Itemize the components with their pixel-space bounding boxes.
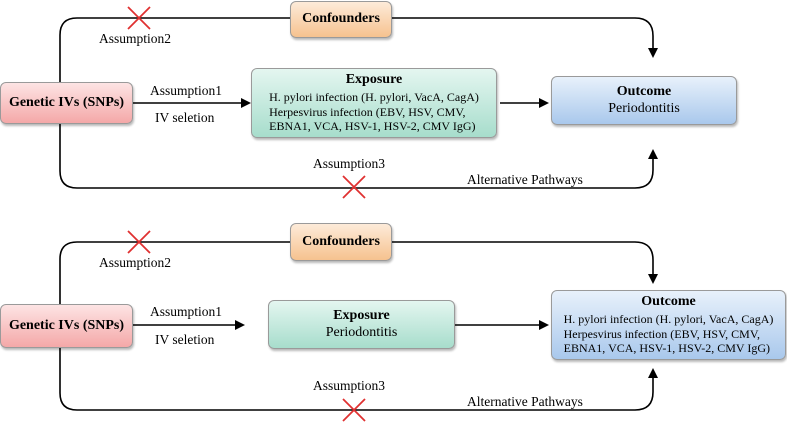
panel2-assumption3-cross-icon: [342, 398, 366, 422]
panel1-confounder-outcome-arrow: [392, 17, 658, 58]
panel2-outcome-title: Outcome: [641, 294, 696, 310]
panel1-exposure-title: Exposure: [345, 72, 403, 88]
panel1-exposure-line: Herpesvirus infection (EBV, HSV, CMV,: [269, 104, 466, 119]
panel1-outcome-line: Periodontitis: [608, 100, 680, 116]
panel2-assumption3-label: Assumption3: [313, 378, 386, 393]
panel1-confounders-box: Confounders: [290, 1, 392, 38]
panel2-outcome-box: Outcome H. pylori infection (H. pylori, …: [551, 290, 786, 360]
panel1-assumption3-label: Assumption3: [313, 156, 386, 171]
panel1-outcome-title: Outcome: [616, 83, 672, 99]
panel1-exposure-box: Exposure H. pylori infection (H. pylori,…: [251, 68, 497, 138]
panel2-genetic-ivs-box: Genetic IVs (SNPs): [0, 304, 133, 348]
panel2-exposure-box: Exposure Periodontitis: [268, 300, 455, 349]
panel2-assumption1-label: Assumption1: [150, 304, 223, 319]
panel2-confounder-path: [59, 241, 290, 304]
panel2-assumption2-label: Assumption2: [99, 255, 172, 270]
panel2-outcome-line: EBNA1, VCA, HSV-1, HSV-2, CMV IgG): [563, 341, 770, 356]
panel1-assumption3-cross-icon: [342, 175, 366, 199]
panel2-exposure-line: Periodontitis: [325, 324, 398, 340]
panel2-confounder-outcome-arrow: [392, 241, 658, 284]
panel2-alternative-pathways-label: Alternative Pathways: [467, 394, 583, 409]
panel1-exposure-line: H. pylori infection (H. pylori, VacA, Ca…: [269, 89, 479, 104]
panel2-outcome-line: Herpesvirus infection (EBV, HSV, CMV,: [563, 326, 760, 341]
panel1-iv-selection-label: IV seletion: [155, 110, 215, 125]
panel2-exposure-title: Exposure: [333, 307, 390, 323]
panel2-assumption2-cross-icon: [127, 230, 151, 254]
panel2-alternative-path: [59, 348, 658, 411]
panel1-confounder-path: [59, 17, 290, 82]
panel2-confounders-box: Confounders: [290, 223, 392, 261]
panel2-outcome-line: H. pylori infection (H. pylori, VacA, Ca…: [563, 311, 774, 326]
panel1-genetic-ivs-box: Genetic IVs (SNPs): [0, 82, 133, 124]
panel1-exposure-details: H. pylori infection (H. pylori, VacA, Ca…: [269, 90, 479, 134]
panel1-alternative-pathways-label: Alternative Pathways: [467, 172, 583, 187]
panel2-outcome-details: H. pylori infection (H. pylori, VacA, Ca…: [564, 312, 774, 356]
panel1-exposure-line: EBNA1, VCA, HSV-1, HSV-2, CMV IgG): [269, 119, 476, 134]
panel1-assumption2-label: Assumption2: [99, 31, 172, 46]
panel2-iv-selection-label: IV seletion: [155, 332, 215, 347]
panel1-assumption1-label: Assumption1: [150, 83, 223, 98]
panel1-assumption2-cross-icon: [127, 6, 151, 30]
panel1-outcome-box: Outcome Periodontitis: [551, 76, 737, 125]
